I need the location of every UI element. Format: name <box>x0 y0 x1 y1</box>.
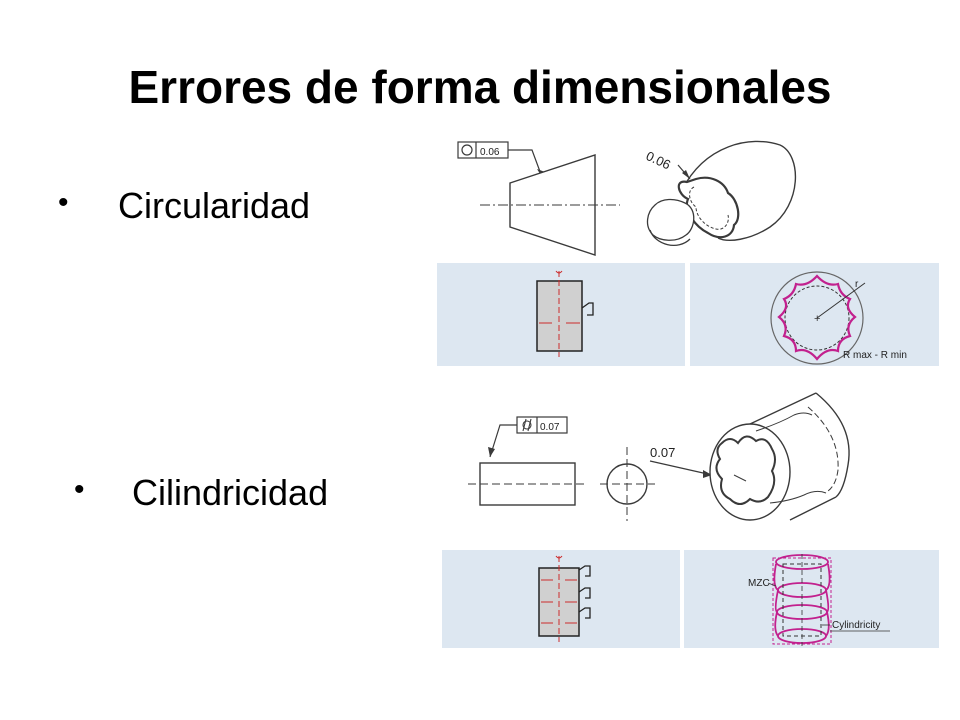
cylinder-3d-view <box>709 389 850 521</box>
circularity-feature-control-frame: 0.06 <box>457 141 509 159</box>
indicator-probe-icon <box>578 565 591 577</box>
cylindricity-callout-text: 0.07 <box>650 445 675 460</box>
bullet-dot-icon: • <box>74 473 85 506</box>
circularity-tolerance-text: 0.06 <box>480 147 500 158</box>
circularity-profile: + r R max - R min <box>770 271 907 365</box>
radius-label: r <box>855 279 859 290</box>
mzc-label: MZC <box>748 578 770 589</box>
cylinder-end-view <box>600 447 655 521</box>
indicator-probe-icon <box>578 607 591 619</box>
center-mark-icon: + <box>814 313 820 325</box>
indicator-probe-icon <box>581 302 594 316</box>
cylindricity-feature-control-frame: 0.07 <box>516 416 568 434</box>
cylindricity-tolerance-text: 0.07 <box>540 422 560 433</box>
cylindricity-drawing: 0.07 0.07 <box>468 389 850 521</box>
bullet-label: Cilindricidad <box>132 472 329 513</box>
cylindricity-profile: MZC Cylindricity <box>748 554 890 646</box>
cylindricity-symbol-icon <box>522 418 532 432</box>
circularity-part-section <box>536 270 594 357</box>
cone-side-view <box>480 154 620 256</box>
slide-title: Errores de forma dimensionales <box>128 61 832 113</box>
bullet-dot-icon: • <box>58 186 69 219</box>
cylindricity-panels: MZC Cylindricity <box>442 550 939 648</box>
bullet-label: Circularidad <box>118 185 311 226</box>
cylindricity-part-section <box>538 555 591 642</box>
circularity-panels: + r R max - R min <box>437 263 939 366</box>
cylindricity-profile-panel <box>684 550 939 648</box>
circle-symbol-icon <box>461 144 473 156</box>
cylinder-side-view <box>468 462 585 506</box>
range-label: R max - R min <box>843 350 907 361</box>
cylindricity-result-label: Cylindricity <box>832 620 880 631</box>
circularity-profile-panel <box>690 263 939 366</box>
indicator-probe-icon <box>578 587 591 599</box>
circularity-callout-text: 0.06 <box>644 148 673 172</box>
cone-3d-view: 0.06 <box>644 140 797 247</box>
circularity-drawing: 0.06 0.06 <box>457 140 797 256</box>
